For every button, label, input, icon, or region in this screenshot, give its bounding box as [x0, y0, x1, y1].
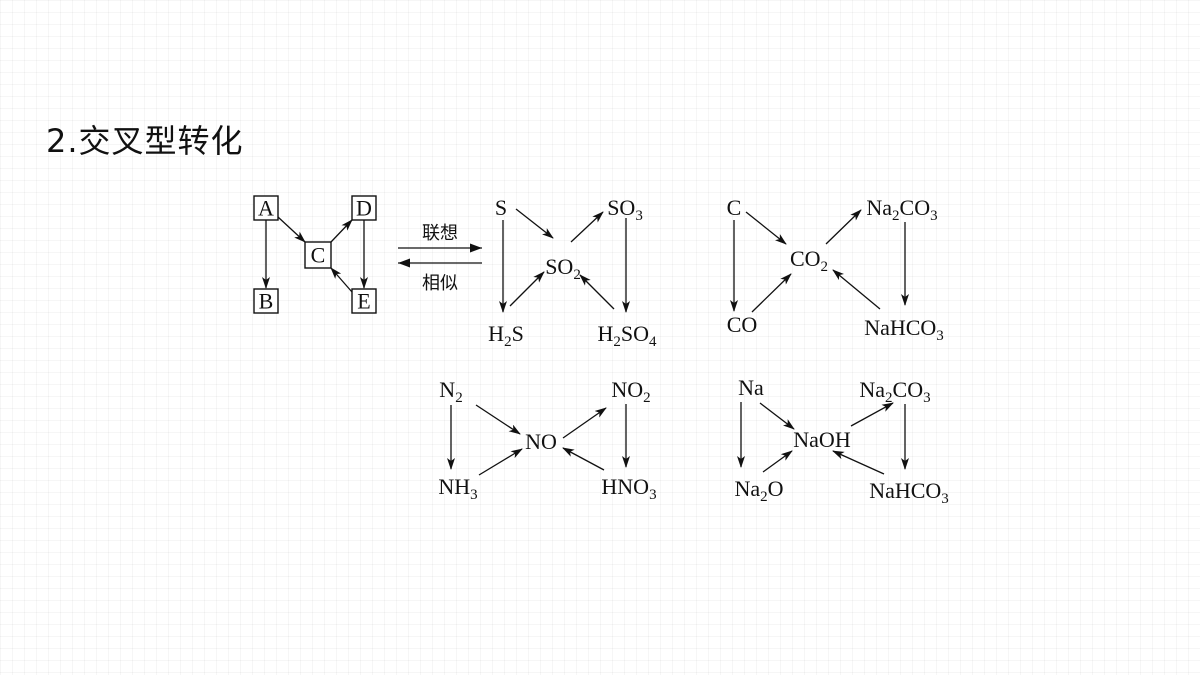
node-c-box: [304, 241, 332, 269]
carbon-arrow-c-to-co2: [745, 211, 787, 245]
nitrogen-arrow-n2-to-no: [475, 404, 521, 435]
sodium-arrow-na2o-to-naoh: [762, 450, 793, 473]
carbon-na2co3: Na2CO3: [866, 195, 937, 224]
carbon-nahco3: NaHCO3: [864, 315, 944, 344]
sulfur-so2: SO2: [545, 254, 581, 283]
sodium-na2co3: Na2CO3: [859, 377, 930, 406]
nitrogen-no: NO: [525, 429, 557, 454]
arrow-a-to-c: [277, 216, 306, 243]
node-c: C: [311, 243, 326, 268]
node-e: E: [357, 289, 370, 314]
arrow-e-to-c: [330, 267, 353, 293]
carbon-c: C: [727, 195, 742, 220]
nitrogen-nh3: NH3: [438, 474, 477, 503]
sulfur-so3: SO3: [607, 195, 643, 224]
nitrogen-arrow-nh3-to-no: [478, 448, 523, 476]
node-b-box: [253, 288, 279, 314]
nitrogen-arrow-no-to-no2: [562, 407, 607, 439]
backward-label: 相似: [422, 273, 458, 294]
arrow-c-to-d: [330, 219, 353, 243]
nitrogen-arrow-hno3-to-no: [562, 447, 605, 471]
nitrogen-no2: NO2: [611, 377, 650, 406]
carbon-arrow-co-to-co2: [751, 273, 792, 313]
node-a: A: [258, 196, 274, 221]
relation-arrows: 联想 相似: [398, 223, 482, 294]
forward-label: 联想: [422, 223, 458, 244]
sulfur-arrow-h2s-to-so2: [509, 271, 545, 307]
sulfur-arrow-so2-to-so3: [570, 211, 604, 243]
sulfur-h2s: H2S: [488, 321, 524, 350]
sodium-arrow-naoh-to-na2co3: [850, 402, 894, 427]
sodium-naoh: NaOH: [793, 427, 851, 452]
sulfur-arrow-s-to-so2: [515, 208, 554, 239]
general-schema: A B C D E: [253, 195, 377, 314]
nitrogen-n2: N2: [439, 377, 462, 406]
carbon-co: CO: [727, 312, 758, 337]
sulfur-arrow-h2so4-to-so2: [579, 274, 615, 310]
nitrogen-hno3: HNO3: [601, 474, 656, 503]
forward-arrowhead: [470, 243, 482, 253]
sodium-arrow-nahco3-to-naoh: [832, 450, 885, 475]
backward-arrowhead: [398, 258, 410, 268]
sodium-na2o: Na2O: [734, 476, 783, 505]
sulfur-s: S: [495, 195, 507, 220]
node-b: B: [259, 289, 274, 314]
node-e-box: [351, 288, 377, 314]
carbon-arrow-co2-to-na2co3: [825, 209, 862, 245]
node-a-box: [253, 195, 279, 221]
sodium-nahco3: NaHCO3: [869, 478, 949, 507]
node-d: D: [356, 196, 372, 221]
page-title: 2.交叉型转化: [46, 122, 244, 160]
sodium-arrow-na-to-naoh: [759, 402, 795, 430]
sulfur-h2so4: H2SO4: [597, 321, 657, 350]
sodium-na: Na: [738, 375, 764, 400]
carbon-arrow-nahco3-to-co2: [832, 269, 881, 310]
carbon-co2: CO2: [790, 246, 828, 275]
